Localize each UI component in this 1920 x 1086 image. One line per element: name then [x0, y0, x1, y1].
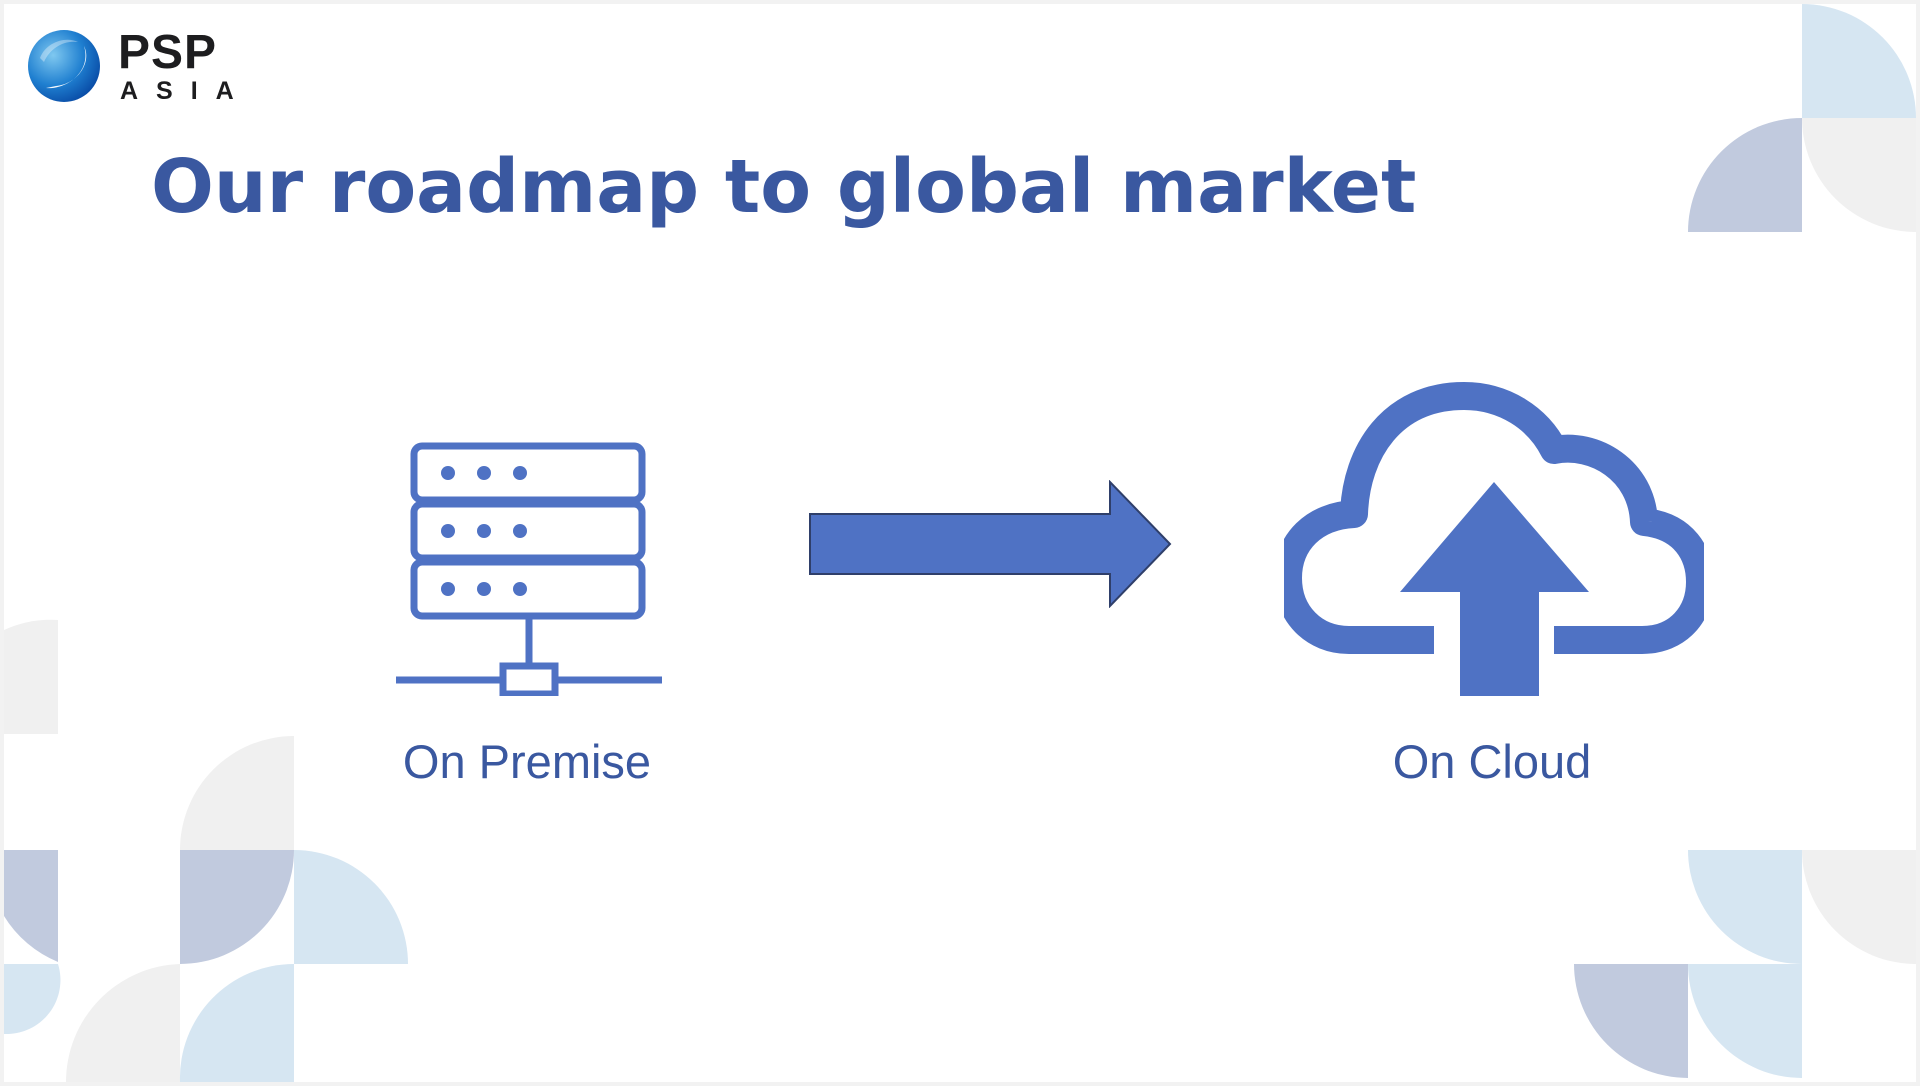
right-arrow-icon: [809, 480, 1172, 608]
cloud-upload-icon: [1284, 382, 1704, 696]
on-premise-label: On Premise: [402, 735, 652, 788]
globe-swirl-icon: [28, 30, 100, 102]
page-title: Our roadmap to global market: [151, 144, 1417, 230]
slide: PSP ASIA Our roadmap to global market O: [4, 4, 1916, 1082]
decorative-shapes: [4, 4, 1916, 1082]
server-network-icon: [396, 442, 662, 696]
logo-subtitle: ASIA: [120, 77, 252, 105]
on-cloud-label: On Cloud: [1392, 735, 1592, 788]
logo-name: PSP: [118, 26, 218, 79]
psp-asia-logo: PSP ASIA: [26, 28, 266, 108]
